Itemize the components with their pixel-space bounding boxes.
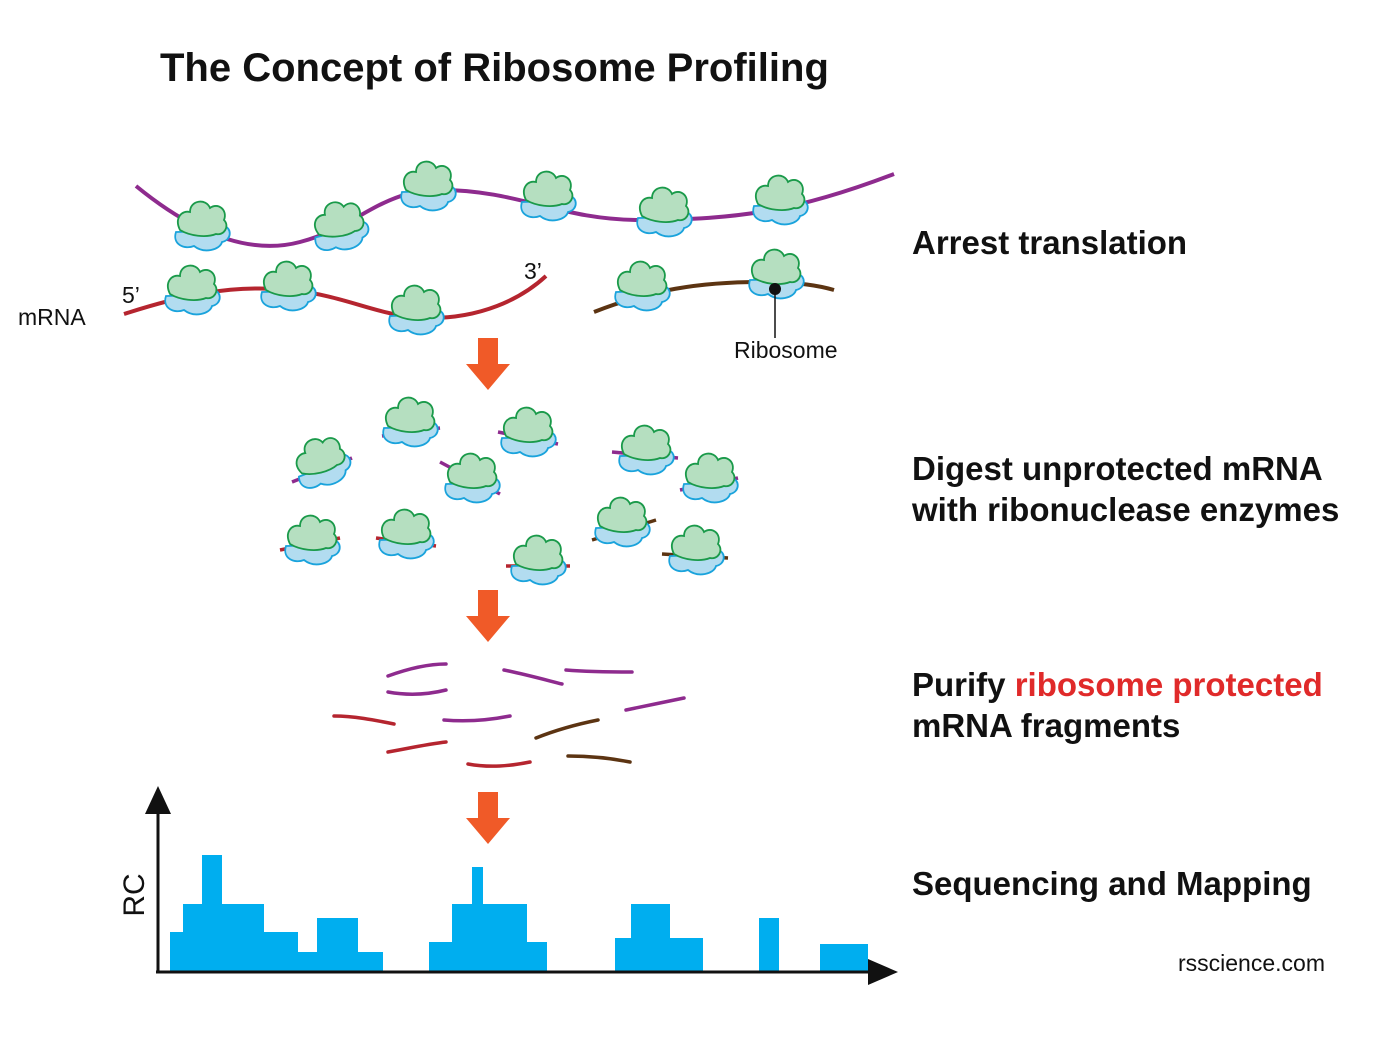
protected-complex xyxy=(497,406,559,458)
step-purify-prefix: Purify xyxy=(912,666,1015,703)
stage-digest xyxy=(279,396,739,586)
stage-purify xyxy=(332,662,686,768)
mrna-fragment xyxy=(566,754,632,764)
mrna-fragment xyxy=(386,740,448,754)
ribosome-icon xyxy=(307,195,373,257)
rc-axis-label: RC xyxy=(118,873,151,917)
mrna-fragment xyxy=(564,668,634,674)
mrna-fragment xyxy=(332,714,396,726)
mrna-fragment xyxy=(624,696,686,712)
mrna-fragment xyxy=(386,688,448,696)
ribosome-icon xyxy=(752,174,809,226)
protected-complex xyxy=(506,534,570,586)
mrna-fragment xyxy=(502,668,564,686)
down-arrow-icon xyxy=(466,338,510,390)
ribosome-icon xyxy=(520,170,577,222)
mrna-fragment xyxy=(534,718,600,740)
protected-complex xyxy=(381,396,441,448)
stage-arrest xyxy=(123,160,895,338)
ribosome-icon xyxy=(400,160,457,212)
five-prime-label: 5’ xyxy=(122,282,140,308)
mrna-fragment xyxy=(442,714,512,723)
protected-complex xyxy=(591,496,657,548)
protected-complex xyxy=(679,452,739,504)
mrna-fragment xyxy=(386,662,448,678)
ribosome-icon xyxy=(388,284,445,336)
step-arrest-translation: Arrest translation xyxy=(912,224,1188,261)
protected-complex xyxy=(279,514,341,566)
read-count-histogram xyxy=(145,786,898,985)
ribosome-icon xyxy=(636,186,693,238)
y-axis-arrowhead xyxy=(145,786,171,814)
three-prime-label: 3’ xyxy=(524,258,542,284)
x-axis-arrowhead xyxy=(868,959,898,985)
protected-complex xyxy=(439,452,501,504)
source-credit: rsscience.com xyxy=(1178,950,1325,976)
step-purify-highlight: ribosome protected xyxy=(1014,666,1323,703)
protected-complex xyxy=(375,508,437,560)
protected-complex xyxy=(611,424,679,476)
ribosome-icon xyxy=(174,200,231,252)
mrna-fragment xyxy=(466,760,532,768)
ribosome-icon xyxy=(260,260,317,312)
down-arrow-icon xyxy=(466,590,510,642)
step-digest-line2: with ribonuclease enzymes xyxy=(912,491,1340,528)
down-arrow-icon xyxy=(466,792,510,844)
mrna-label: mRNA xyxy=(18,304,86,330)
ribosome-label: Ribosome xyxy=(734,337,838,363)
purple-mrna-strand xyxy=(134,172,895,248)
step-purify-line1: Purify ribosome protected xyxy=(912,664,1323,705)
ribosome-icon xyxy=(614,260,671,312)
ribosome-icon xyxy=(164,264,221,316)
step-digest-line1: Digest unprotected mRNA xyxy=(912,450,1323,487)
protected-complex xyxy=(661,524,729,576)
step-purify-line2: mRNA fragments xyxy=(912,707,1181,744)
step-sequencing-mapping: Sequencing and Mapping xyxy=(912,865,1312,902)
step-purify: Purify ribosome protected mRNA fragments xyxy=(912,664,1323,746)
protected-complex xyxy=(286,428,357,496)
step-digest: Digest unprotected mRNA with ribonucleas… xyxy=(912,448,1339,530)
page-title: The Concept of Ribosome Profiling xyxy=(160,46,829,90)
histogram-bars xyxy=(170,855,868,972)
